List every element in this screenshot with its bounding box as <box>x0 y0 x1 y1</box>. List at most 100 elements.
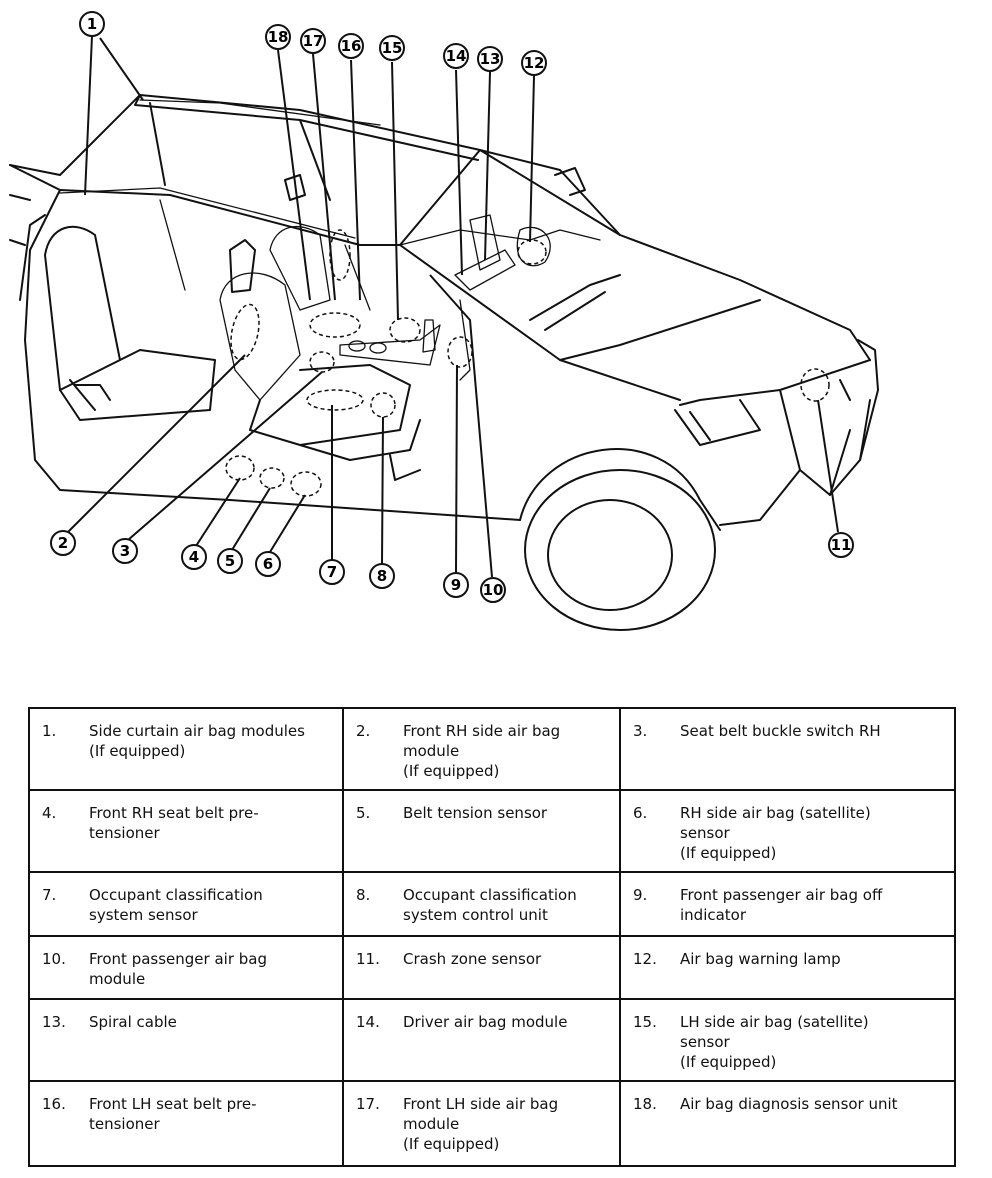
marker-pretensioner-rh <box>225 455 255 481</box>
legend-number: 12. <box>633 950 657 968</box>
marker-diagnosis-unit <box>309 312 361 338</box>
callout-labels: 1 2 3 4 5 6 7 8 9 10 11 12 13 14 15 16 1… <box>50 11 854 603</box>
callout-5: 5 <box>217 548 243 574</box>
component-legend-table: 1. Side curtain air bag modules (If equip… <box>28 707 956 1167</box>
marker-lh-satellite-sensor <box>389 317 421 343</box>
legend-number: 3. <box>633 722 648 740</box>
legend-label: Spiral cable <box>89 1013 177 1031</box>
svg-text:2: 2 <box>58 534 68 552</box>
marker-crash-zone-sensor <box>800 368 830 402</box>
legend-number: 6. <box>633 804 648 822</box>
callout-8: 8 <box>369 563 395 589</box>
legend-row: 7.Occupant classification system sensor … <box>28 871 956 937</box>
legend-label: Occupant classification system control u… <box>403 886 577 924</box>
legend-row: 16. Front LH seat belt pre- tensioner 17.… <box>28 1080 956 1167</box>
marker-ocs-sensor <box>306 389 364 411</box>
legend-label: Seat belt buckle switch RH <box>680 722 881 740</box>
callout-16: 16 <box>338 33 364 59</box>
svg-text:12: 12 <box>524 54 545 72</box>
legend-number: 9. <box>633 886 648 904</box>
svg-text:9: 9 <box>451 576 461 594</box>
callout-12: 12 <box>521 50 547 76</box>
legend-number: 18. <box>633 1095 657 1113</box>
legend-number: 16. <box>42 1095 66 1113</box>
svg-text:3: 3 <box>120 542 130 560</box>
legend-number: 1. <box>42 722 57 740</box>
legend-cell: 18. Air bag diagnosis sensor unit <box>619 1080 956 1167</box>
legend-label: Side curtain air bag modules (If equippe… <box>89 722 305 760</box>
legend-cell: 3. Seat belt buckle switch RH <box>619 707 956 791</box>
callout-14: 14 <box>443 43 469 69</box>
legend-row: 4. Front RH seat belt pre- tensioner 5. Be… <box>28 789 956 873</box>
callout-7: 7 <box>319 559 345 585</box>
svg-text:15: 15 <box>382 39 403 57</box>
callout-10: 10 <box>480 577 506 603</box>
vehicle-line-drawing <box>9 94 879 631</box>
legend-cell: 17.Front LH side air bag module (If equi… <box>342 1080 621 1167</box>
callout-6: 6 <box>255 551 281 577</box>
legend-number: 11. <box>356 950 380 968</box>
marker-satellite-sensor-rh <box>290 471 322 497</box>
legend-cell: 4. Front RH seat belt pre- tensioner <box>28 789 344 873</box>
legend-number: 2. <box>356 722 371 740</box>
legend-label: RH side air bag (satellite) sensor (If e… <box>680 804 871 862</box>
marker-belt-tension-sensor <box>259 467 285 489</box>
legend-number: 14. <box>356 1013 380 1031</box>
svg-text:6: 6 <box>263 555 273 573</box>
legend-cell: 1. Side curtain air bag modules (If equip… <box>28 707 344 791</box>
leader-lines <box>67 35 839 578</box>
legend-label: Front LH seat belt pre- tensioner <box>89 1095 257 1133</box>
marker-side-airbag-rh <box>230 303 260 361</box>
legend-number: 7. <box>42 886 57 904</box>
callout-1: 1 <box>79 11 105 37</box>
legend-label: Front passenger air bag off indicator <box>680 886 883 924</box>
legend-number: 8. <box>356 886 371 904</box>
legend-number: 13. <box>42 1013 66 1031</box>
legend-cell: 11. Crash zone sensor <box>342 935 621 1000</box>
svg-text:14: 14 <box>446 47 467 65</box>
legend-cell: 14. Driver air bag module <box>342 998 621 1082</box>
callout-3: 3 <box>112 538 138 564</box>
svg-text:7: 7 <box>327 563 337 581</box>
svg-text:18: 18 <box>268 28 289 46</box>
legend-row: 10.Front passenger air bag module 11. Cra… <box>28 935 956 1000</box>
svg-text:11: 11 <box>831 536 852 554</box>
legend-cell: 6. RH side air bag (satellite) sensor (If… <box>619 789 956 873</box>
legend-label: Belt tension sensor <box>403 804 548 822</box>
svg-text:17: 17 <box>303 32 324 50</box>
legend-row: 1. Side curtain air bag modules (If equip… <box>28 707 956 791</box>
svg-text:4: 4 <box>189 548 199 566</box>
callout-15: 15 <box>379 35 405 61</box>
marker-ocs-control-unit <box>370 392 396 418</box>
legend-cell: 13. Spiral cable <box>28 998 344 1082</box>
svg-text:8: 8 <box>377 567 387 585</box>
legend-cell: 7. Occupant classification system sensor <box>28 871 344 937</box>
vehicle-airbag-diagram: 1 2 3 4 5 6 7 8 9 10 11 12 13 14 15 16 1… <box>9 11 879 631</box>
callout-2: 2 <box>50 530 76 556</box>
legend-number: 15. <box>633 1013 657 1031</box>
svg-text:16: 16 <box>341 37 362 55</box>
legend-number: 4. <box>42 804 57 822</box>
legend-label: Driver air bag module <box>403 1013 568 1031</box>
svg-text:13: 13 <box>480 50 501 68</box>
legend-label: Crash zone sensor <box>403 950 542 968</box>
callout-18: 18 <box>265 24 291 50</box>
legend-cell: 15. LH side air bag (satellite) sensor (I… <box>619 998 956 1082</box>
legend-cell: 12.Air bag warning lamp <box>619 935 956 1000</box>
legend-label: Occupant classification system sensor <box>89 886 263 924</box>
callout-17: 17 <box>300 28 326 54</box>
legend-cell: 16. Front LH seat belt pre- tensioner <box>28 1080 344 1167</box>
legend-cell: 2. Front RH side air bag module (If equip… <box>342 707 621 791</box>
legend-row: 13. Spiral cable 14. Driver air bag module… <box>28 998 956 1082</box>
legend-label: Front RH side air bag module (If equippe… <box>403 722 561 780</box>
legend-label: Air bag diagnosis sensor unit <box>680 1095 898 1113</box>
legend-label: LH side air bag (satellite) sensor (If e… <box>680 1013 869 1071</box>
component-location-markers <box>225 229 830 497</box>
legend-cell: 10.Front passenger air bag module <box>28 935 344 1000</box>
legend-number: 17. <box>356 1095 380 1113</box>
legend-number: 5. <box>356 804 371 822</box>
callout-13: 13 <box>477 46 503 72</box>
legend-cell: 9. Front passenger air bag off indicator <box>619 871 956 937</box>
svg-text:10: 10 <box>483 581 504 599</box>
legend-label: Front RH seat belt pre- tensioner <box>89 804 259 842</box>
